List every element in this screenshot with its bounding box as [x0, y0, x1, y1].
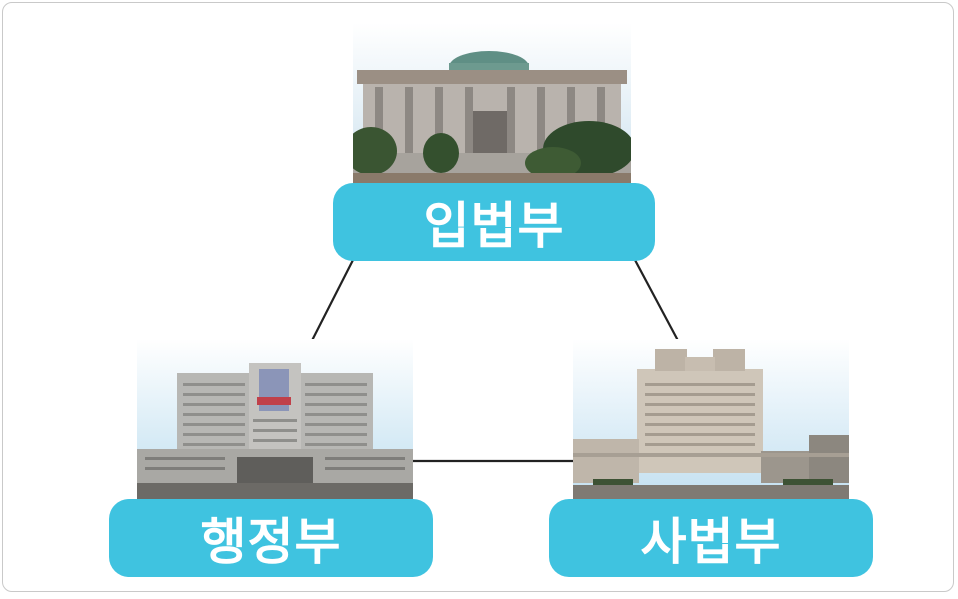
label-judicial: 사법부: [549, 499, 873, 577]
label-executive: 행정부: [109, 499, 433, 577]
label-legislative: 입법부: [333, 183, 655, 261]
connector-legislative-judicial: [634, 259, 684, 351]
government-complex-photo: [137, 339, 413, 499]
supreme-court-photo: [573, 339, 849, 499]
national-assembly-photo: [353, 23, 631, 183]
diagram-frame: 입법부 행정부 사법부: [2, 2, 954, 592]
